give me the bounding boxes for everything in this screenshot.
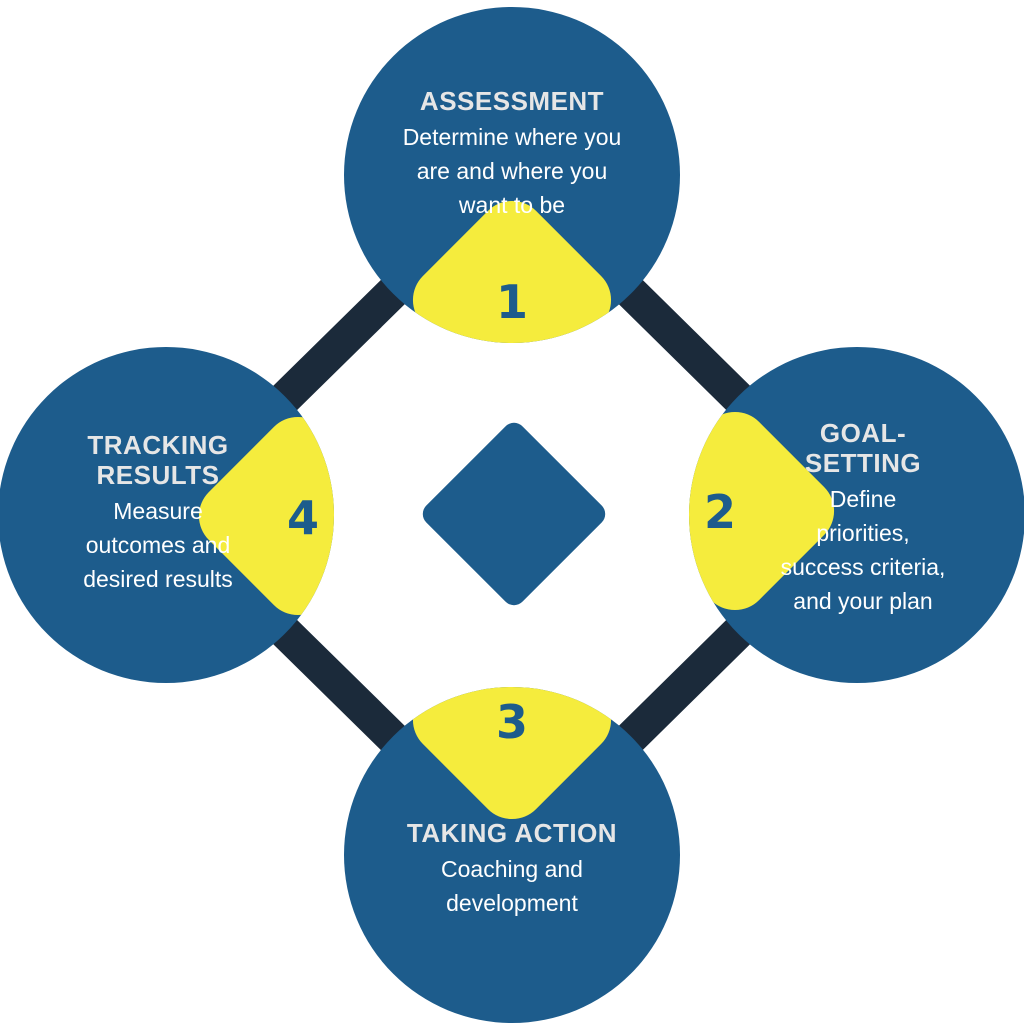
stage-1-text: ASSESSMENT Determine where you are and w… — [362, 86, 662, 222]
center-diamond — [422, 422, 606, 606]
stage-4-badge — [198, 416, 334, 616]
stage-2-number: 2 — [704, 485, 736, 539]
stage-3-badge — [412, 687, 612, 820]
stage-3-description: Coaching and development — [441, 856, 583, 916]
stage-2-badge — [689, 411, 835, 611]
stage-4-text: TRACKING RESULTS Measure outcomes and de… — [48, 430, 268, 596]
stage-4-circle — [0, 347, 334, 683]
stage-2-title: GOAL- SETTING — [804, 418, 922, 478]
stage-3-title: TAKING ACTION — [406, 818, 618, 848]
stage-2-text: GOAL- SETTING Define priorities, success… — [752, 418, 974, 618]
stage-1-circle — [344, 7, 680, 343]
stage-1-title: ASSESSMENT — [419, 86, 605, 116]
stage-4-number: 4 — [287, 491, 319, 545]
stage-4-title: TRACKING RESULTS — [87, 430, 229, 490]
stage-3-text: TAKING ACTION Coaching and development — [362, 818, 662, 920]
stage-1-description: Determine where you are and where you wa… — [402, 124, 622, 218]
stage-2-circle — [689, 347, 1024, 683]
stage-3-circle — [344, 687, 680, 1023]
stage-1-badge — [412, 200, 612, 343]
stage-3-number: 3 — [496, 695, 528, 749]
stage-1-number: 1 — [496, 275, 528, 329]
stage-4-description: Measure outcomes and desired results — [83, 498, 233, 592]
stage-2-description: Define priorities, success criteria, and… — [780, 486, 946, 614]
